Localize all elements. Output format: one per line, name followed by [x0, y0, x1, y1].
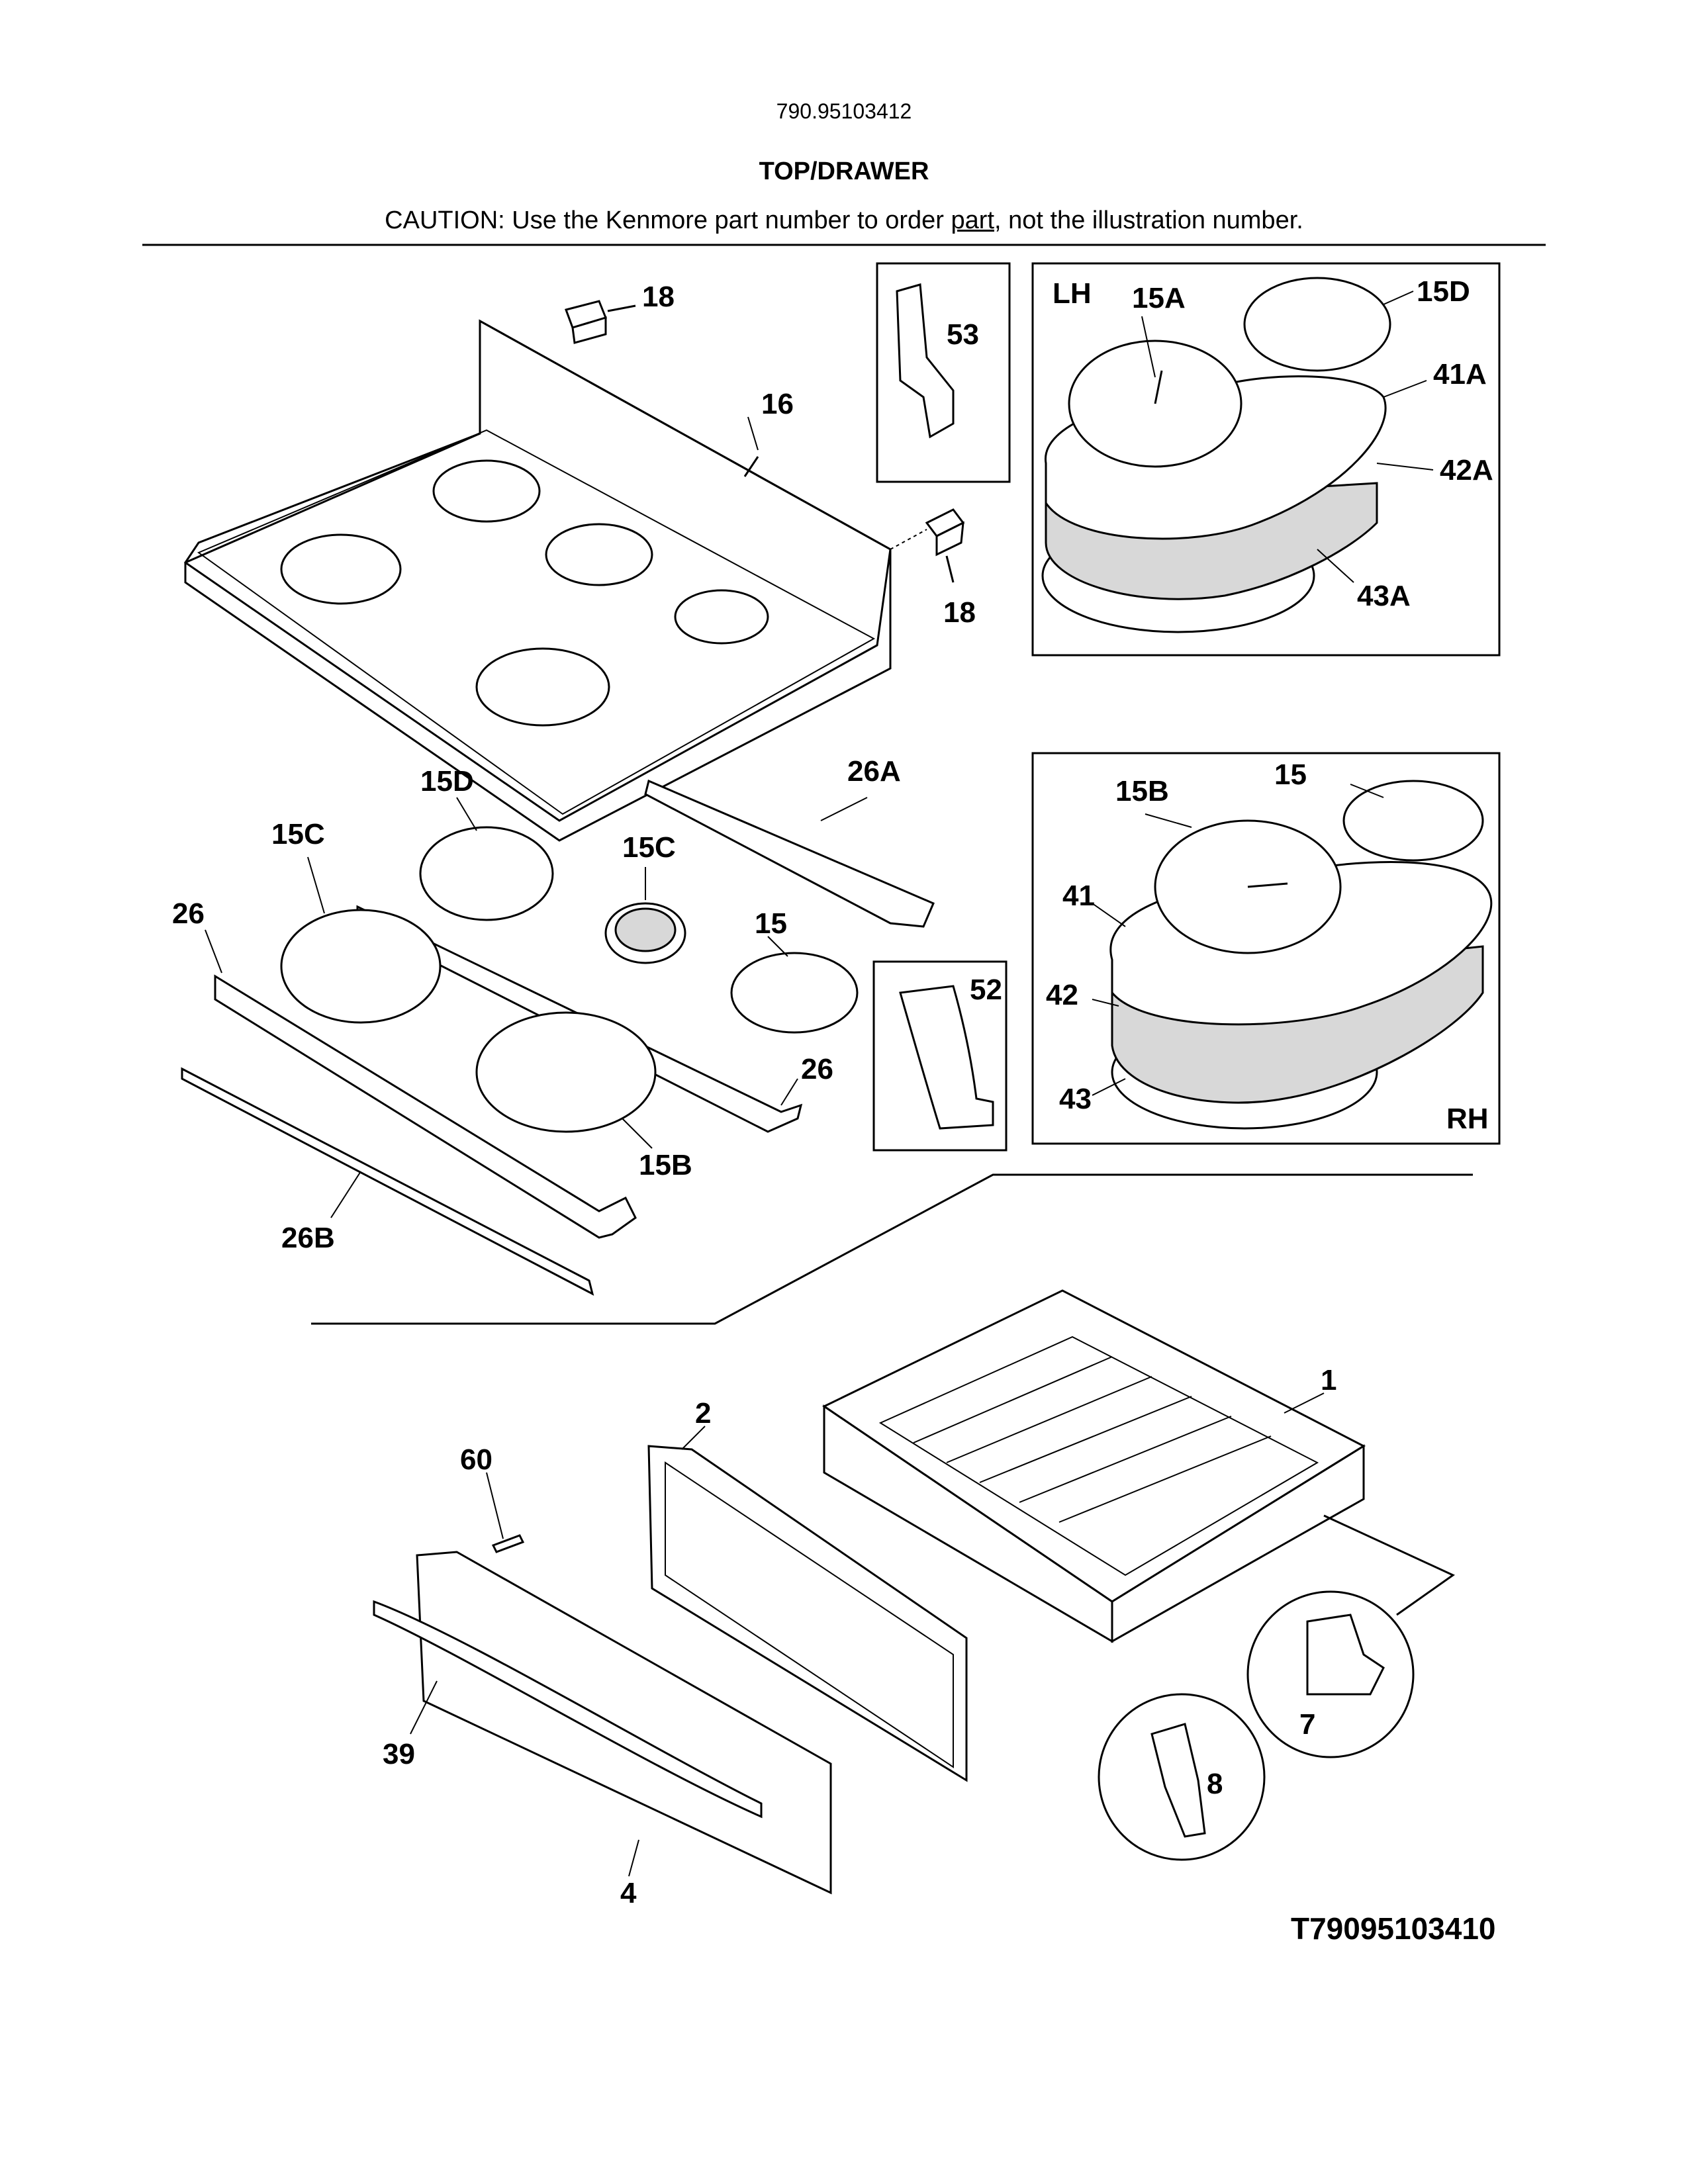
callout-lh-43a: 43A	[1357, 580, 1411, 612]
drawer-front	[416, 1551, 832, 1895]
callout-15: 15	[755, 907, 787, 940]
callout-15c-left: 15C	[271, 818, 325, 850]
element-15d	[419, 826, 554, 921]
mounting-bracket	[896, 283, 955, 439]
section-divider	[311, 1173, 1473, 1325]
drawer-handle	[373, 1600, 763, 1819]
label-rh: RH	[1446, 1103, 1489, 1135]
callout-8: 8	[1207, 1768, 1223, 1800]
burner-support-rails	[181, 779, 935, 1296]
callout-53: 53	[947, 318, 979, 351]
diagram-code: T79095103410	[1291, 1911, 1496, 1946]
callout-26a: 26A	[847, 755, 901, 788]
callout-60: 60	[460, 1443, 492, 1476]
callout-18-lower: 18	[943, 596, 976, 629]
callout-rh-43: 43	[1059, 1083, 1092, 1115]
callout-16: 16	[761, 388, 794, 420]
caution-part-link[interactable]: part	[951, 206, 994, 234]
callout-2: 2	[695, 1397, 711, 1430]
inset-box-rh	[1031, 752, 1501, 1145]
drawer-glide-leader	[1323, 1514, 1455, 1616]
rh-element-assembly	[1109, 780, 1493, 1130]
callout-26-left: 26	[172, 897, 205, 930]
element-15	[730, 952, 859, 1034]
cooktop-clip-lower	[890, 508, 965, 583]
callout-26-right: 26	[801, 1053, 833, 1085]
callout-4: 4	[620, 1877, 637, 1909]
screw	[491, 1534, 525, 1553]
leader-lines	[205, 291, 1434, 1877]
callout-26b: 26B	[281, 1222, 335, 1254]
callout-18-upper: 18	[642, 281, 675, 313]
callout-rh-15b: 15B	[1115, 775, 1169, 807]
drawer-inner-panel	[647, 1445, 968, 1782]
inset-box-52	[872, 960, 1008, 1152]
callout-lh-15d: 15D	[1417, 275, 1470, 308]
callout-rh-41: 41	[1062, 880, 1095, 912]
model-number: 790.95103412	[776, 99, 912, 123]
inset-box-bracket	[876, 262, 1011, 483]
callout-39: 39	[383, 1738, 415, 1770]
terminal-block	[899, 985, 994, 1130]
label-lh: LH	[1053, 277, 1092, 310]
caution-note: CAUTION: Use the Kenmore part number to …	[0, 206, 1688, 235]
lh-element-assembly	[1041, 277, 1391, 633]
cooktop-glass	[183, 319, 892, 842]
callout-rh-15: 15	[1274, 758, 1307, 791]
callout-lh-41a: 41A	[1433, 358, 1487, 390]
callout-15b: 15B	[639, 1149, 692, 1181]
callout-1: 1	[1321, 1364, 1336, 1396]
callout-lh-15a: 15A	[1132, 282, 1186, 314]
drawer-body	[822, 1289, 1366, 1643]
cooktop-clip-upper	[565, 300, 636, 344]
inset-box-lh	[1031, 262, 1501, 657]
caution-text-prefix: CAUTION: Use the Kenmore part number to …	[385, 206, 951, 234]
callout-lh-42a: 42A	[1440, 454, 1493, 486]
element-15c-left	[280, 909, 442, 1024]
element-15b	[475, 1011, 657, 1133]
callout-15d: 15D	[420, 765, 474, 797]
callout-52: 52	[970, 974, 1002, 1006]
callout-7: 7	[1299, 1708, 1315, 1741]
callout-rh-42: 42	[1046, 979, 1078, 1011]
caution-text-suffix: , not the illustration number.	[994, 206, 1303, 234]
callout-15c-mid: 15C	[622, 831, 676, 864]
section-title: TOP/DRAWER	[759, 158, 929, 185]
